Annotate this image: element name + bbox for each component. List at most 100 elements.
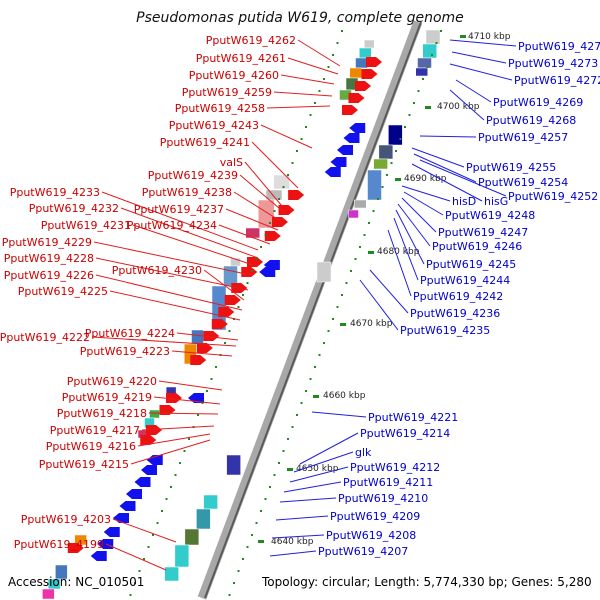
gene-label-right[interactable]: PputW619_4245 [426, 258, 516, 271]
gene-label-right[interactable]: PputW619_4210 [338, 492, 428, 505]
gene-label-left[interactable]: PputW619_4230 [112, 264, 202, 277]
gene-label-left[interactable]: PputW619_4237 [134, 203, 224, 216]
leader-line [120, 207, 259, 259]
feature-tracks [42, 29, 441, 600]
forward-cds-arrow [140, 435, 157, 445]
gene-label-left[interactable]: PputW619_4233 [10, 186, 100, 199]
gene-label-right[interactable]: PputW619_4214 [360, 427, 450, 440]
gene-label-right[interactable]: PputW619_4248 [445, 209, 535, 222]
leader-line [271, 534, 325, 539]
scale-dot [242, 294, 244, 296]
gene-label-left[interactable]: PputW619_4222 [0, 331, 90, 344]
gene-label-left[interactable]: PputW619_4223 [80, 345, 170, 358]
gene-label-left[interactable]: PputW619_4232 [29, 202, 119, 215]
forward-cds-arrow [211, 319, 228, 329]
gene-label-right[interactable]: PputW619_4244 [420, 274, 510, 287]
scale-dot [345, 282, 348, 284]
gene-feature [378, 144, 394, 160]
gene-label-right[interactable]: PputW619_4275 [518, 40, 600, 53]
gene-label-right[interactable]: PputW619_4269 [493, 96, 583, 109]
gene-label-right[interactable]: PputW619_4246 [432, 240, 522, 253]
gene-label-right[interactable]: PputW619_4209 [330, 510, 420, 523]
kbp-tick-mark [425, 106, 431, 109]
gene-label-left[interactable]: PputW619_4215 [39, 458, 129, 471]
gene-label-right[interactable]: PputW619_4236 [410, 307, 500, 320]
gene-label-right[interactable]: glk [355, 446, 372, 459]
gene-label-right[interactable]: PputW619_4221 [368, 411, 458, 424]
gene-label-left[interactable]: PputW619_4261 [196, 52, 286, 65]
reverse-cds-arrow [188, 393, 204, 403]
gene-label-left[interactable]: PputW619_4216 [46, 440, 136, 453]
gene-label-right[interactable]: PputW619_4257 [478, 131, 568, 144]
scale-dot [269, 486, 271, 488]
gene-label-left[interactable]: PputW619_4241 [160, 136, 250, 149]
gene-label-left[interactable]: PputW619_4258 [175, 102, 265, 115]
scale-dot [341, 30, 343, 32]
gene-label-right[interactable]: PputW619_4255 [466, 161, 556, 174]
leader-line [279, 497, 337, 503]
gene-feature [191, 329, 204, 345]
forward-cds-arrow [166, 393, 182, 403]
gene-label-left[interactable]: PputW619_4231 [41, 219, 131, 232]
gene-label-right[interactable]: PputW619_4254 [478, 176, 568, 189]
gene-feature [425, 29, 441, 45]
gene-label-right[interactable]: PputW619_4268 [486, 114, 576, 127]
kbp-tick-mark [460, 35, 466, 38]
gene-label-left[interactable]: PputW619_4228 [4, 252, 94, 265]
gene-label-left[interactable]: PputW619_4199 [14, 538, 104, 551]
forward-gene-labels: PputW619_4262 PputW619_4261 PputW619_426… [0, 34, 296, 551]
reverse-cds-arrow [141, 465, 157, 475]
gene-label-right[interactable]: PputW619_4252 [508, 190, 598, 203]
gene-label-left[interactable]: PputW619_4226 [4, 269, 94, 282]
gene-label-left[interactable]: PputW619_4219 [62, 391, 152, 404]
gene-label-right[interactable]: PputW619_4235 [400, 324, 490, 337]
gene-label-left[interactable]: PputW619_4225 [18, 285, 108, 298]
gene-label-right[interactable]: PputW619_4211 [343, 476, 433, 489]
gene-label-left[interactable]: PputW619_4224 [85, 327, 175, 340]
gene-label-left[interactable]: PputW619_4238 [142, 186, 232, 199]
reverse-cds-arrow [90, 551, 107, 561]
gene-label-left[interactable]: PputW619_4220 [67, 375, 157, 388]
scale-dot [255, 258, 258, 260]
gene-label-right[interactable]: PputW619_4207 [318, 545, 408, 558]
gene-feature [348, 209, 359, 219]
gene-label-right[interactable]: hisG [484, 195, 508, 208]
gene-label-left[interactable]: PputW619_4239 [148, 169, 238, 182]
scale-dot [399, 138, 402, 140]
tick-label-4660: 4660 kbp [323, 391, 366, 401]
gene-label-left[interactable]: PputW619_4234 [127, 219, 217, 232]
gene-label-right[interactable]: PputW619_4273 [508, 57, 598, 70]
gene-feature [203, 494, 218, 510]
forward-cds-arrow [159, 405, 176, 415]
scale-dot [296, 414, 298, 416]
scale-dot [314, 366, 316, 368]
gene-label-left[interactable]: valS [220, 156, 243, 169]
gene-label-right[interactable]: PputW619_4242 [413, 290, 503, 303]
leader-line [225, 208, 279, 231]
leader-line [95, 274, 243, 311]
gene-label-right[interactable]: hisD [452, 195, 476, 208]
gene-label-left[interactable]: PputW619_4260 [189, 69, 279, 82]
gene-label-left[interactable]: PputW619_4262 [206, 34, 296, 47]
gene-label-left[interactable]: PputW619_4203 [21, 513, 111, 526]
forward-cds-arrow [278, 205, 295, 215]
forward-cds-arrow [348, 93, 365, 103]
forward-cds-arrow [366, 57, 382, 67]
gene-label-right[interactable]: PputW619_4272 [514, 74, 600, 87]
gene-label-left[interactable]: PputW619_4259 [182, 86, 272, 99]
map-title: Pseudomonas putida W619, complete genome [136, 10, 464, 26]
gene-label-left[interactable]: PputW619_4243 [169, 119, 259, 132]
gene-label-left[interactable]: PputW619_4218 [57, 407, 147, 420]
scale-dot [183, 450, 186, 452]
leader-line [413, 153, 477, 183]
gene-feature [417, 57, 432, 69]
scale-dot [251, 270, 253, 272]
scale-dot [287, 174, 289, 176]
scale-dot [404, 126, 406, 128]
gene-label-right[interactable]: PputW619_4208 [326, 529, 416, 542]
gene-label-left[interactable]: PputW619_4229 [2, 236, 92, 249]
gene-label-right[interactable]: PputW619_4247 [438, 226, 528, 239]
gene-label-right[interactable]: PputW619_4212 [350, 461, 440, 474]
gene-label-left[interactable]: PputW619_4217 [50, 424, 140, 437]
